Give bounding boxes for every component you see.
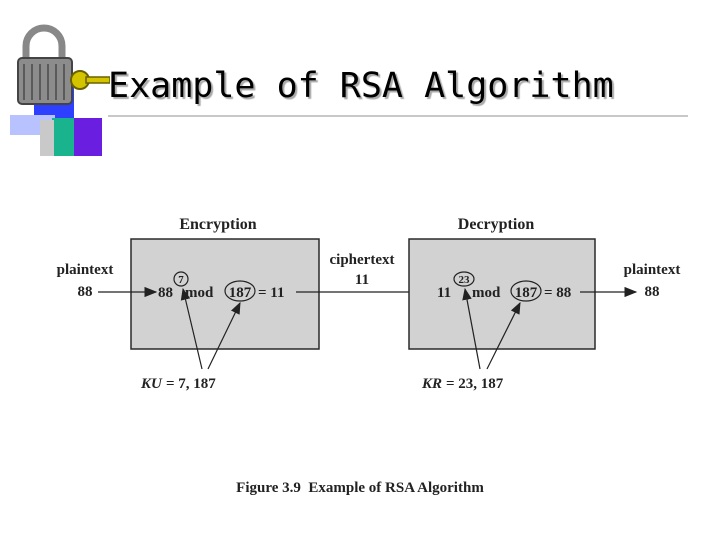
encryption-base: 88 [158,285,173,301]
logo-square-teal [52,118,74,156]
logo-square-grey [40,120,54,156]
logo-square-purple [72,118,102,156]
rsa-diagram: Encryption plaintext 88 88 7 mod 187 = 1… [57,216,681,392]
input-plaintext-label: plaintext [57,262,114,278]
ku-pointer-modulus [207,301,241,370]
figure-caption: Figure 3.9 Example of RSA Algorithm [236,480,484,496]
encryption-modulus-circle [224,280,256,302]
ciphertext-label: ciphertext [330,252,395,268]
encryption-exponent-circle [173,271,189,287]
ku-pointer-exponent [180,287,203,370]
decryption-modulus-circle [510,280,542,302]
decryption-mod: mod [472,285,501,301]
kr-value: = 23, 187 [446,376,504,392]
decryption-heading: Decryption [458,216,535,233]
padlock-shackle [22,24,66,62]
kr-pointer-modulus [486,301,521,370]
decryption-exponent: 23 [459,274,471,286]
ku-value: = 7, 187 [166,376,216,392]
input-plaintext-value: 88 [78,284,93,300]
output-plaintext-label: plaintext [624,262,681,278]
encryption-result: = 11 [258,285,284,301]
encryption-modulus: 187 [229,285,252,301]
decryption-result: = 88 [544,285,571,301]
key-icon [70,70,110,90]
decryption-base: 11 [437,285,451,301]
output-plaintext-value: 88 [645,284,660,300]
encryption-mod: mod [185,285,214,301]
encryption-heading: Encryption [179,216,256,233]
ciphertext-value: 11 [355,272,369,288]
ku-label: KU [140,376,163,392]
title-divider [108,115,688,117]
decryption-modulus: 187 [515,285,538,301]
encryption-exponent: 7 [178,274,184,286]
kr-label: KR [421,376,442,392]
slide-title: Example of RSA Algorithm [108,66,614,106]
padlock-key-logo [10,24,110,156]
decryption-box [408,238,596,350]
kr-pointer-exponent [462,287,481,370]
decryption-exponent-circle [453,271,475,287]
